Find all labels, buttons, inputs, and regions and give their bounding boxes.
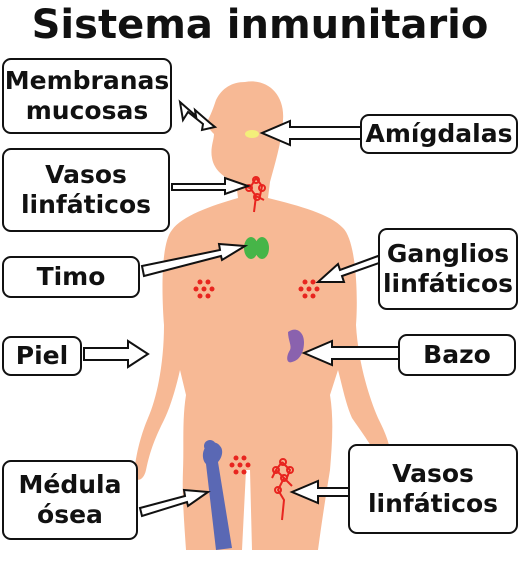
arrow-medula: [138, 488, 211, 518]
lymph-nodes-groin: [229, 455, 251, 475]
leg-lymph-vessels: [271, 458, 294, 521]
lymph-nodes-right: [298, 279, 320, 299]
lymph-nodes-left: [193, 279, 215, 299]
spleen-shape: [287, 329, 304, 363]
label-vasos-linfaticos-bottom: Vasos linfáticos: [348, 444, 518, 534]
label-amigdalas: Amígdalas: [360, 114, 518, 154]
arrow-vasos-bottom: [289, 479, 351, 505]
thymus-shape: [244, 237, 269, 259]
diagram-title: Sistema inmunitario: [31, 2, 489, 48]
body-silhouette: [134, 81, 392, 551]
label-membranas-mucosas: Membranas mucosas: [2, 58, 172, 134]
arrow-timo: [140, 242, 249, 278]
tonsils-shape: [245, 130, 259, 138]
femur-bone: [202, 440, 232, 550]
label-medula-osea: Médula ósea: [2, 460, 138, 540]
arrow-ganglios: [315, 254, 384, 283]
label-piel: Piel: [2, 336, 82, 376]
neck-lymph-vessels: [243, 176, 266, 213]
label-timo: Timo: [2, 256, 140, 298]
arrow-vasos-top: [171, 176, 252, 196]
arrow-membranas: [178, 99, 218, 132]
arrow-amigdalas: [259, 119, 363, 147]
arrow-piel: [83, 339, 150, 369]
pointer-arrows: [83, 99, 401, 518]
label-bazo: Bazo: [398, 334, 516, 376]
label-ganglios-linfaticos: Ganglios linfáticos: [378, 228, 518, 310]
arrow-bazo: [301, 339, 401, 367]
label-vasos-linfaticos-top: Vasos linfáticos: [2, 148, 170, 232]
